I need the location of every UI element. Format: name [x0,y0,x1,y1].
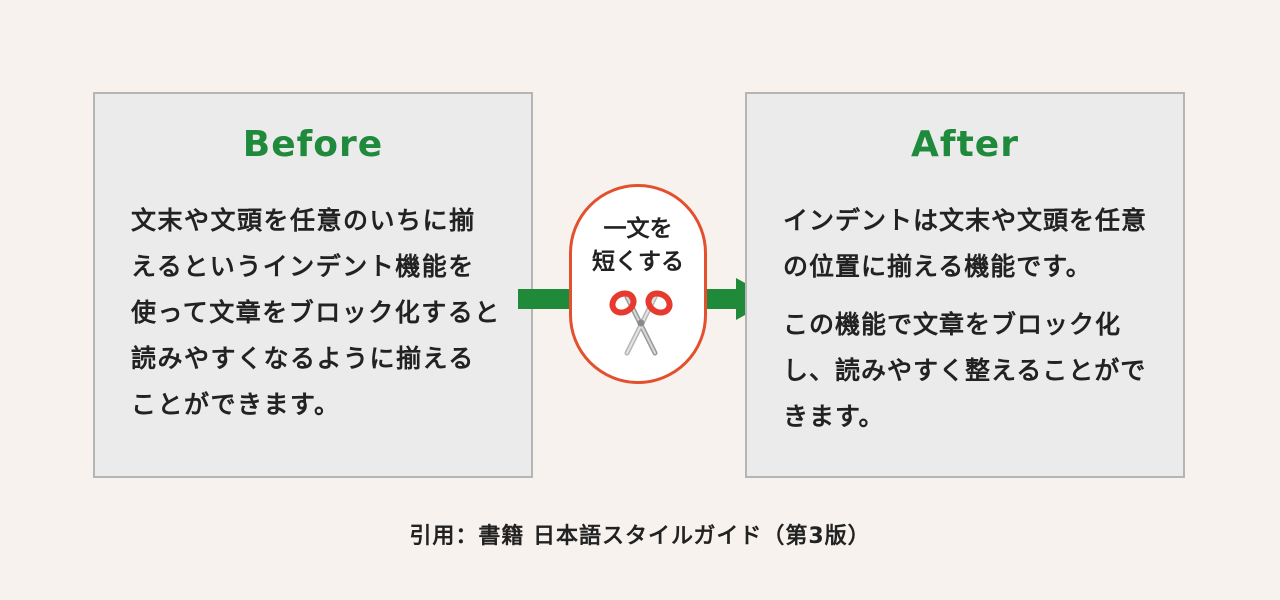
before-title: Before [242,124,384,165]
pill-label-line2: 短くする [592,249,684,275]
after-paragraph-2: この機能で文章をブロック化し、読みやすく整えることができます。 [783,310,1147,431]
citation-text: 引用：書籍 日本語スタイルガイド（第3版） [409,524,871,549]
scissors-icon [609,290,673,356]
transform-label-pill: 一文を 短くする [569,184,707,384]
pill-label-line1: 一文を [603,216,673,242]
before-body-text: 文末や文頭を任意のいちに揃えるというインデント機能を使って文章をブロック化すると… [131,206,501,419]
after-title: After [911,124,1019,165]
after-body: インデントは文末や文頭を任意の位置に揃える機能です。 この機能で文章をブロック化… [783,198,1153,440]
pill-label: 一文を 短くする [572,213,704,279]
after-paragraph-1: インデントは文末や文頭を任意の位置に揃える機能です。 [783,206,1148,281]
before-panel: Before 文末や文頭を任意のいちに揃えるというインデント機能を使って文章をブ… [93,92,533,478]
after-panel: After インデントは文末や文頭を任意の位置に揃える機能です。 この機能で文章… [745,92,1185,478]
